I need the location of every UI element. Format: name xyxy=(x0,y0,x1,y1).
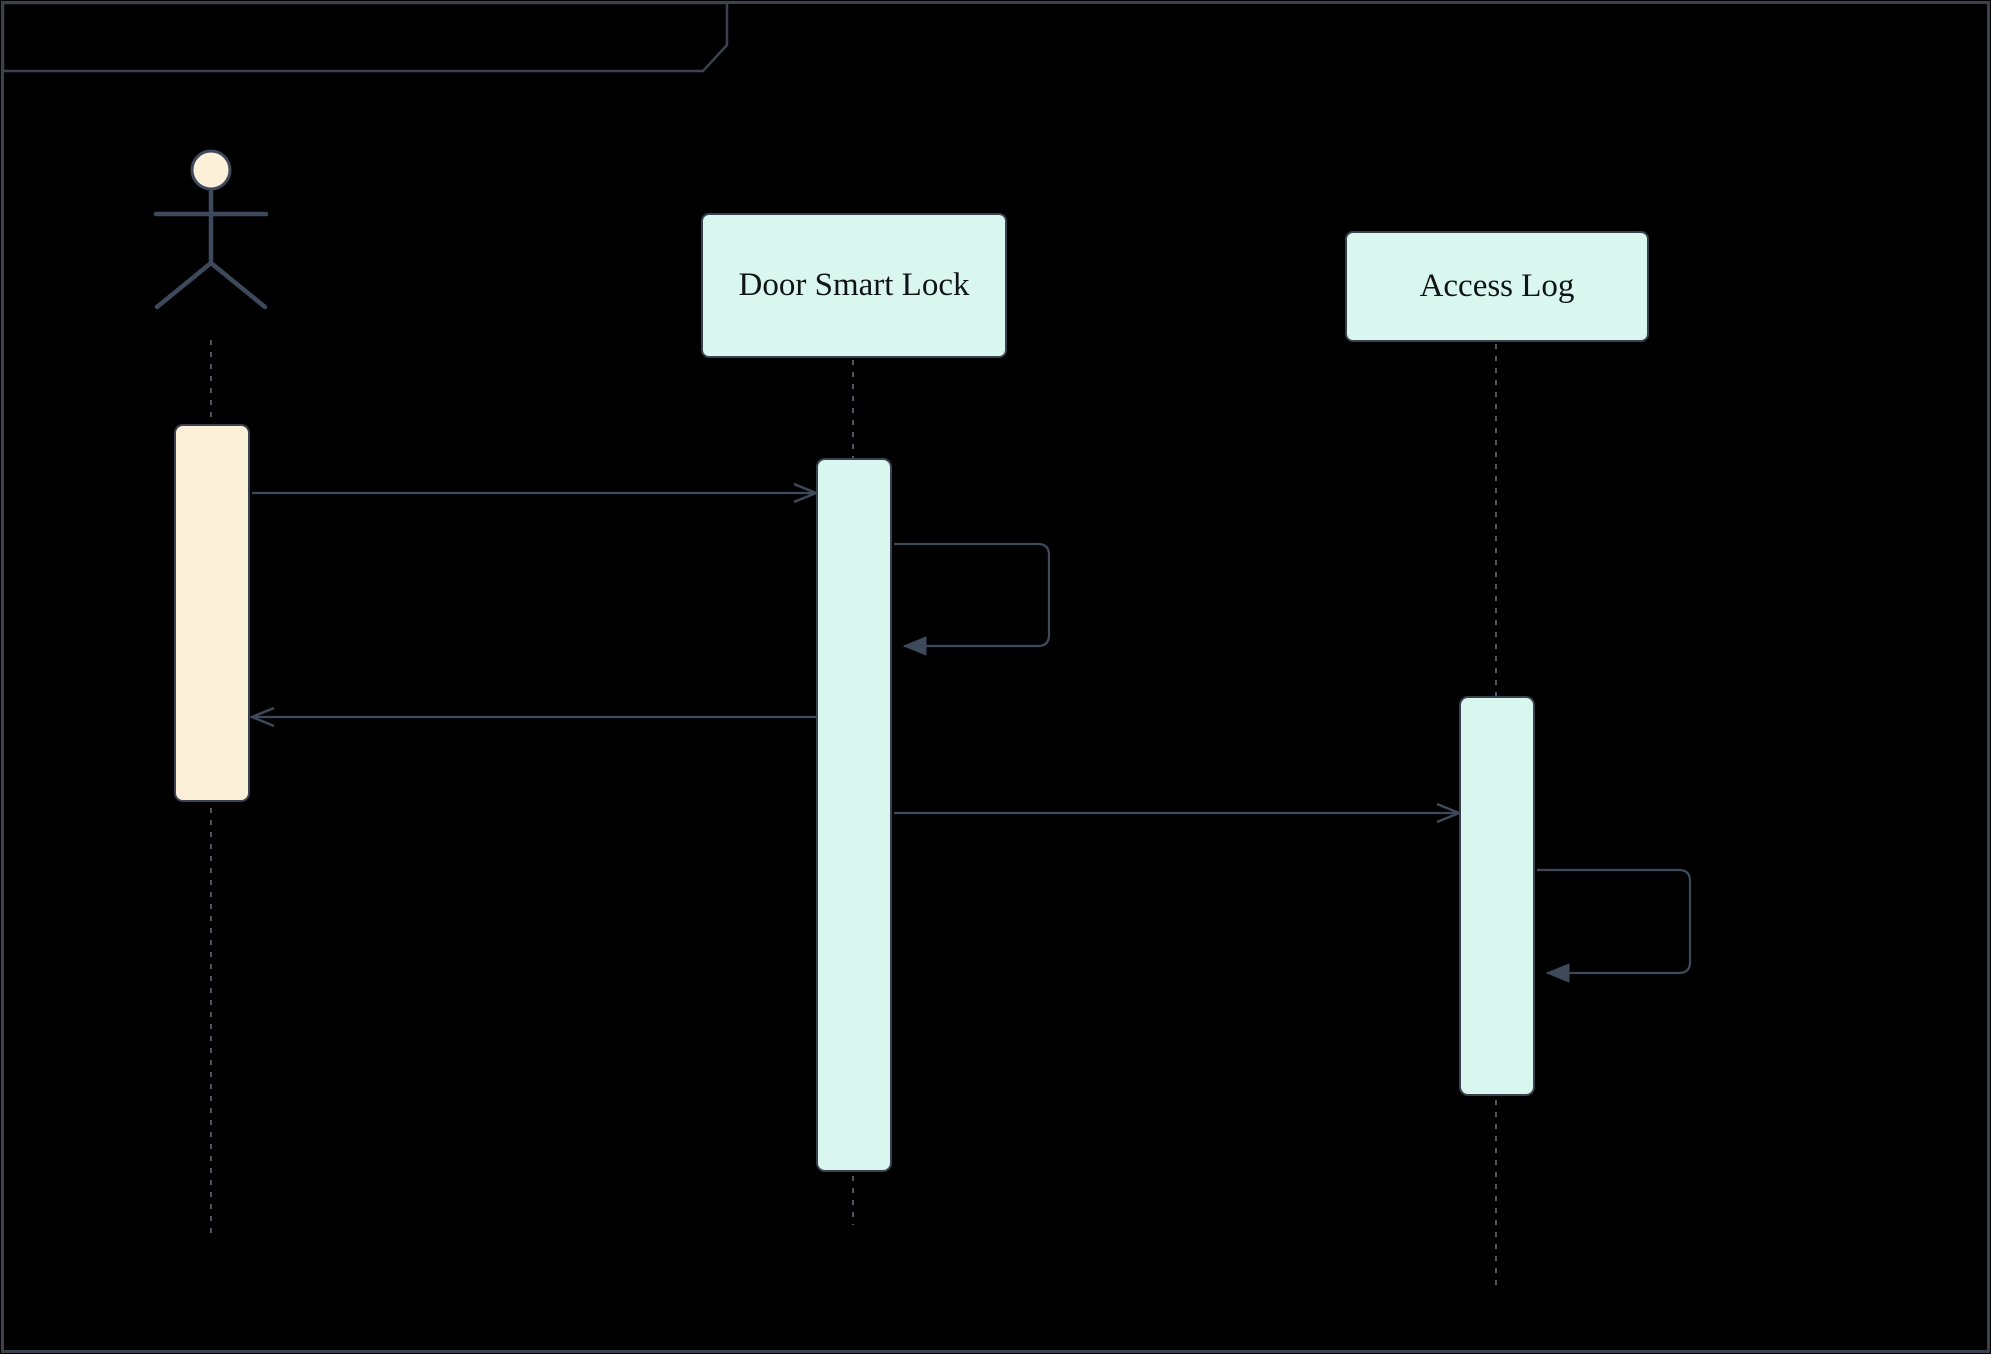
participant-access-log: Access Log xyxy=(1345,231,1649,342)
message-self-loop-accesslog xyxy=(1537,868,1692,983)
activation-bar-actor xyxy=(174,424,250,802)
frame-title-tab xyxy=(1,1,729,73)
activation-bar-door-smart-lock xyxy=(816,458,892,1172)
message-self-loop-doorlock xyxy=(894,542,1051,656)
participant-door-smart-lock: Door Smart Lock xyxy=(701,213,1007,358)
activation-bar-access-log xyxy=(1459,696,1535,1096)
participant-door-smart-lock-label: Door Smart Lock xyxy=(738,266,970,303)
actor-icon xyxy=(153,149,269,310)
participant-access-log-label: Access Log xyxy=(1419,267,1575,304)
